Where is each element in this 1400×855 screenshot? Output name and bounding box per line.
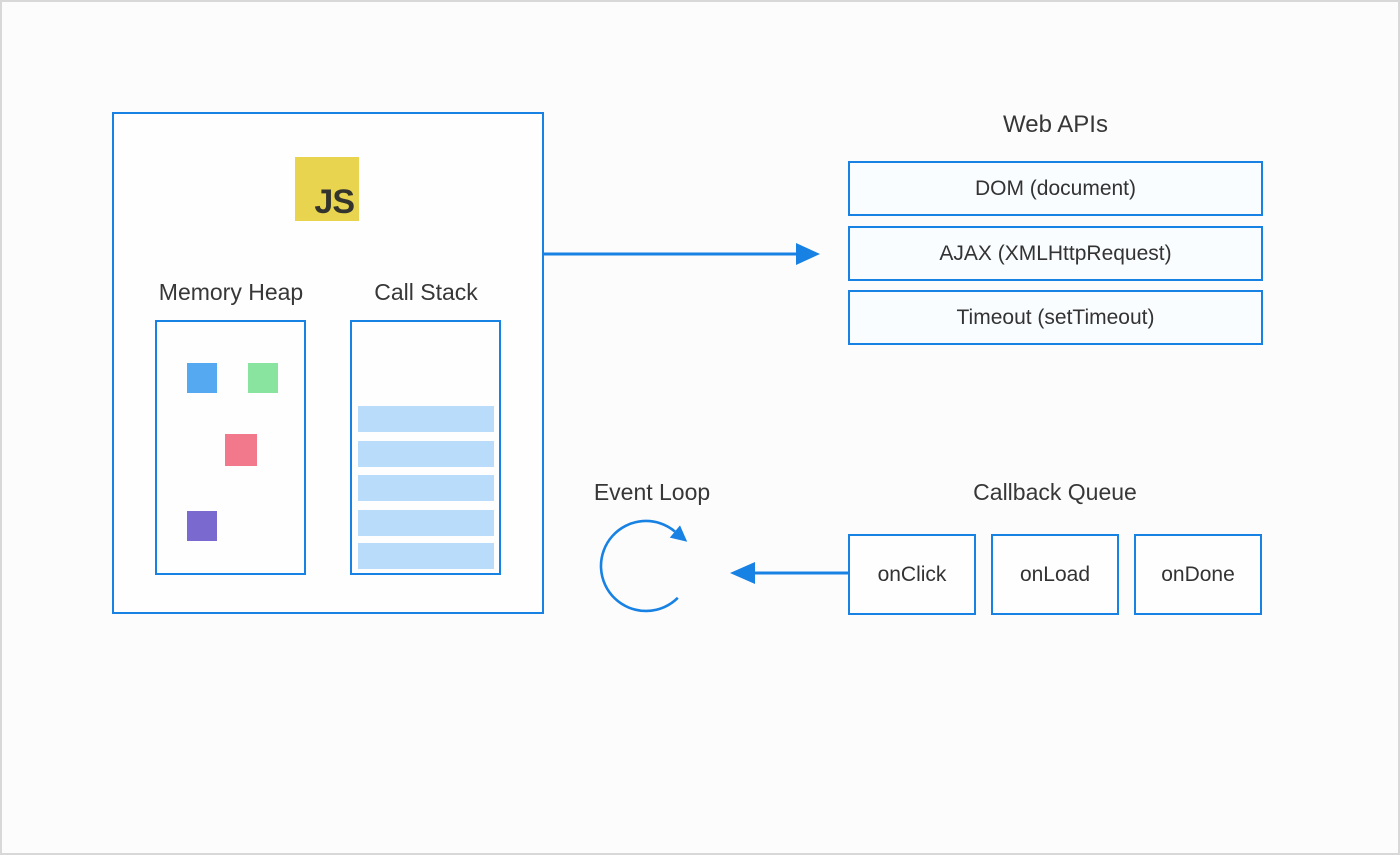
heap-object-pink: [225, 434, 257, 466]
heap-object-green: [248, 363, 278, 393]
webapi-ajax-box: AJAX (XMLHttpRequest): [848, 226, 1263, 281]
javascript-logo-text: JS: [314, 183, 355, 221]
callback-queue-title: Callback Queue: [973, 479, 1137, 505]
stack-frame: [358, 406, 494, 432]
stack-frame: [358, 475, 494, 501]
memory-heap-box: [155, 320, 306, 575]
callback-onclick-label: onClick: [877, 562, 947, 586]
memory-heap-label: Memory Heap: [158, 279, 304, 305]
webapi-timeout-box: Timeout (setTimeout): [848, 290, 1263, 345]
event-loop-cycle-icon: [599, 519, 688, 613]
stack-frame: [358, 543, 494, 569]
callback-ondone-box: onDone: [1134, 534, 1262, 615]
heap-object-blue: [187, 363, 217, 393]
webapi-timeout-label: Timeout (setTimeout): [956, 305, 1155, 329]
callback-onclick-box: onClick: [848, 534, 976, 615]
callback-ondone-label: onDone: [1161, 562, 1235, 586]
heap-object-purple: [187, 511, 217, 541]
webapi-ajax-label: AJAX (XMLHttpRequest): [939, 241, 1172, 265]
call-stack-box: [350, 320, 501, 575]
callback-onload-label: onLoad: [1019, 562, 1091, 586]
webapi-dom-label: DOM (document): [974, 176, 1137, 200]
arrow-runtime-to-webapis-icon: [544, 243, 820, 265]
arrow-queue-to-eventloop-icon: [730, 562, 849, 584]
stack-frame: [358, 510, 494, 536]
web-apis-title: Web APIs: [1003, 111, 1108, 138]
javascript-logo-icon: JS: [295, 157, 359, 221]
event-loop-label: Event Loop: [593, 479, 711, 505]
call-stack-label: Call Stack: [374, 279, 478, 305]
callback-onload-box: onLoad: [991, 534, 1119, 615]
stack-frame: [358, 441, 494, 467]
webapi-dom-box: DOM (document): [848, 161, 1263, 216]
